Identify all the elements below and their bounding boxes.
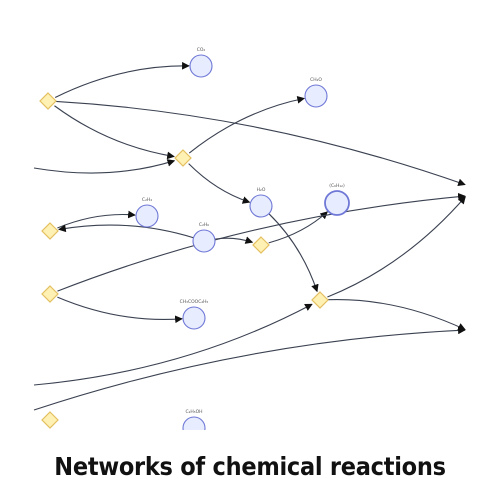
- nodes-layer: CO₂ CH₂O C₂H₄ C₂H₆ H₂O (C₆H₁₂) CH₃COOC₂H₅ C₂H₅O…: [39, 47, 350, 430]
- reaction-edge: [58, 224, 194, 239]
- reaction-node: [311, 291, 329, 309]
- species-node: [192, 229, 216, 253]
- reaction-edge: [57, 296, 183, 324]
- reaction-edge: [55, 100, 466, 187]
- species-node: [182, 416, 206, 430]
- species-label: CH₃COOC₂H₅: [180, 299, 209, 305]
- figure-caption: Networks of chemical reactions: [54, 451, 446, 481]
- species-node: [135, 204, 159, 228]
- species-label: (C₆H₁₂): [329, 183, 345, 189]
- reaction-edge: [33, 326, 466, 411]
- species-label: CH₂O: [310, 77, 322, 83]
- reaction-edge: [54, 105, 175, 160]
- reaction-edge: [33, 159, 176, 174]
- species-label: H₂O: [257, 187, 266, 193]
- species-node: [304, 84, 328, 108]
- species-label: C₂H₅OH: [185, 409, 202, 415]
- species-node: [189, 54, 213, 78]
- reaction-node: [252, 236, 270, 254]
- reaction-node: [41, 411, 59, 429]
- species-node: [182, 306, 206, 330]
- species-label: CO₂: [197, 47, 206, 53]
- species-node: [324, 190, 350, 216]
- edges-layer: [33, 61, 466, 411]
- reaction-edge: [188, 163, 251, 204]
- species-label: C₂H₄: [142, 197, 152, 203]
- reaction-edge: [54, 61, 190, 98]
- reaction-edge: [327, 196, 466, 298]
- species-node: [249, 194, 273, 218]
- reaction-edge: [268, 213, 319, 293]
- reaction-edge: [327, 299, 466, 331]
- reaction-edge: [57, 192, 466, 292]
- reaction-node: [39, 92, 57, 110]
- reaction-edge: [33, 303, 313, 386]
- reaction-node: [41, 285, 59, 303]
- reaction-edge: [57, 210, 136, 229]
- reaction-network-diagram: CO₂ CH₂O C₂H₄ C₂H₆ H₂O (C₆H₁₂) CH₃COOC₂H₅ C₂H₅O…: [33, 47, 466, 430]
- species-label: C₂H₆: [199, 222, 209, 228]
- reaction-node: [41, 222, 59, 240]
- reaction-edge: [188, 96, 305, 154]
- reaction-node: [174, 149, 192, 167]
